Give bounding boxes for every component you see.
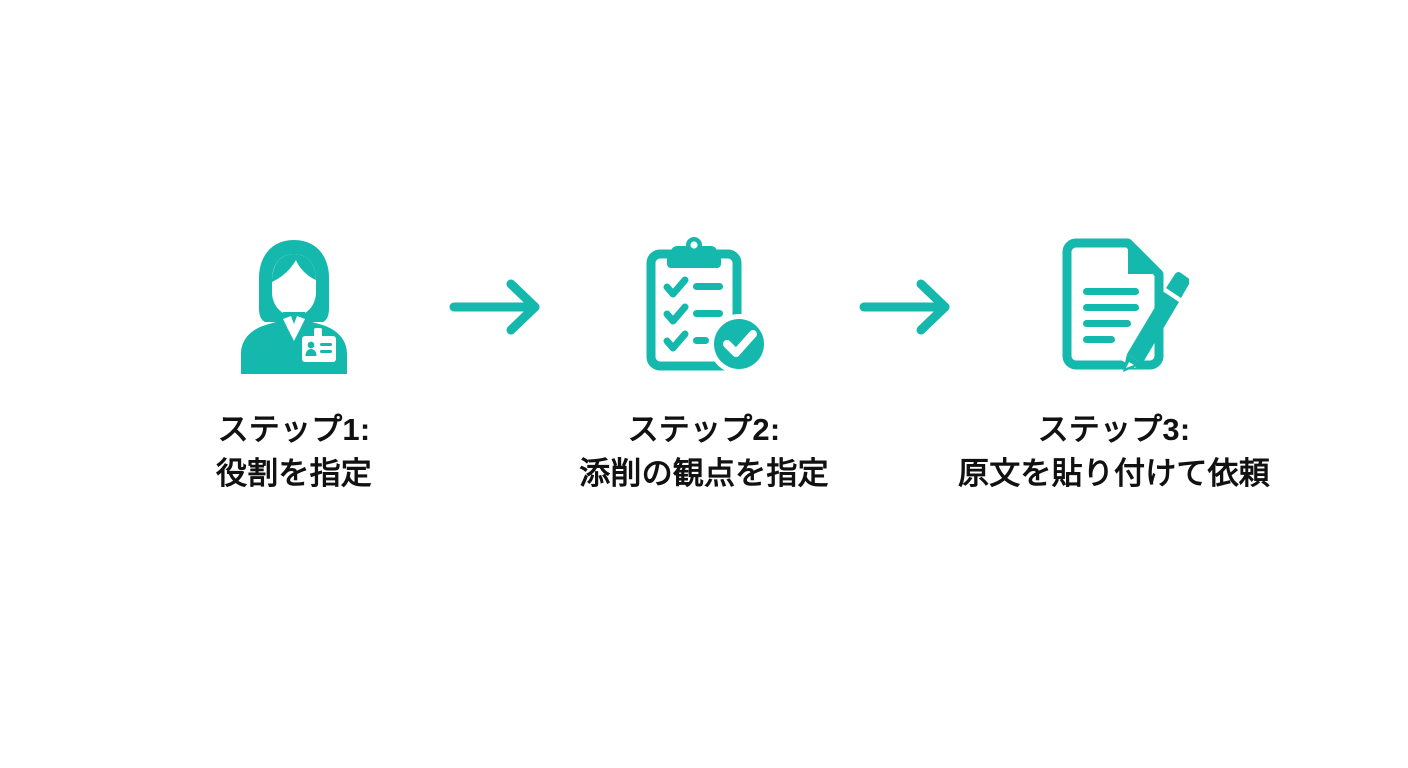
- step-1-title: ステップ1:: [217, 411, 371, 447]
- step-2-description: 添削の観点を指定: [579, 456, 829, 491]
- document-pencil-edit-icon: [1039, 232, 1189, 382]
- step-1: ステップ1: 役割を指定: [144, 232, 444, 496]
- step-2-label: ステップ2: 添削の観点を指定: [579, 408, 829, 496]
- step-1-description: 役割を指定: [216, 456, 372, 491]
- step-3-label: ステップ3: 原文を貼り付けて依頼: [958, 408, 1270, 496]
- step-3-description: 原文を貼り付けて依頼: [958, 456, 1270, 491]
- step-2: ステップ2: 添削の観点を指定: [554, 232, 854, 496]
- arrow-right-icon-2: [854, 232, 964, 382]
- step-2-title: ステップ2:: [627, 411, 781, 447]
- flow-steps-row: ステップ1: 役割を指定: [144, 232, 1270, 496]
- arrow-right-icon-1: [444, 232, 554, 382]
- step-3: ステップ3: 原文を貼り付けて依頼: [958, 232, 1270, 496]
- step-1-label: ステップ1: 役割を指定: [216, 408, 372, 496]
- person-id-badge-icon: [219, 232, 369, 382]
- step-3-title: ステップ3:: [1037, 411, 1191, 447]
- clipboard-checklist-approved-icon: [629, 232, 779, 382]
